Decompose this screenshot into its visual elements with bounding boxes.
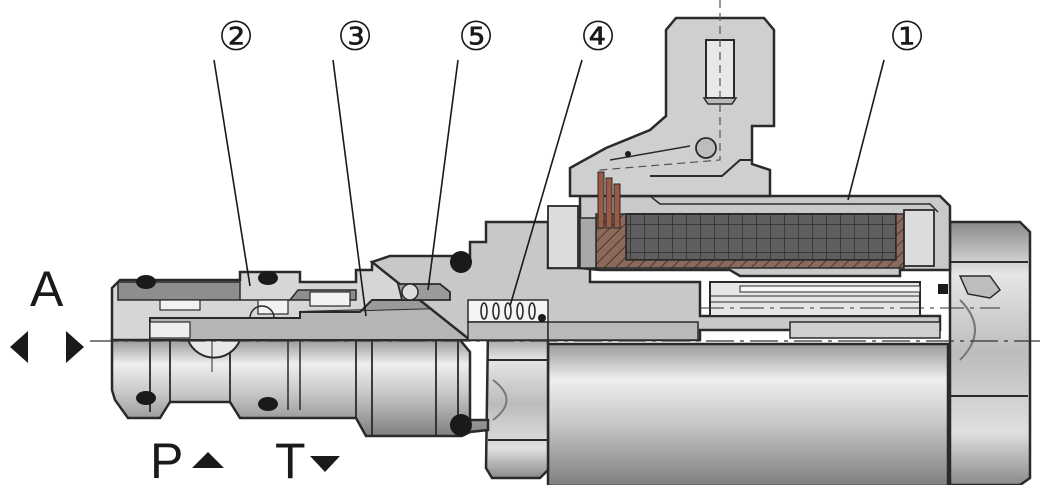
terminal-pins — [597, 171, 621, 229]
cartridge-body-lower — [110, 330, 490, 438]
housing-block — [546, 342, 950, 485]
hex-nut-right — [948, 220, 1032, 485]
port-label-t: T — [275, 433, 306, 485]
arrow-left-icon — [10, 331, 28, 363]
callout-2: ② — [218, 14, 254, 60]
electrical-connector — [568, 0, 776, 230]
callout-4: ④ — [580, 14, 616, 60]
small-seal — [938, 284, 948, 294]
o-ring-seals — [136, 251, 472, 436]
tube-section — [369, 220, 942, 342]
arrow-down-icon — [310, 456, 340, 472]
callout-5: ⑤ — [458, 14, 494, 60]
leader-lines — [213, 59, 885, 317]
arrow-right-icon — [66, 331, 84, 363]
arrow-up-icon — [192, 452, 224, 468]
nut-lip — [958, 275, 1002, 299]
spring — [480, 302, 536, 320]
hex-nut-left — [484, 328, 550, 480]
callout-1: ① — [889, 14, 925, 60]
port-label-a: A — [30, 261, 64, 317]
cartridge-body-upper-section — [110, 260, 472, 342]
coil-housing — [547, 194, 952, 278]
port-label-p: P — [150, 433, 183, 485]
callout-3: ③ — [337, 14, 373, 60]
